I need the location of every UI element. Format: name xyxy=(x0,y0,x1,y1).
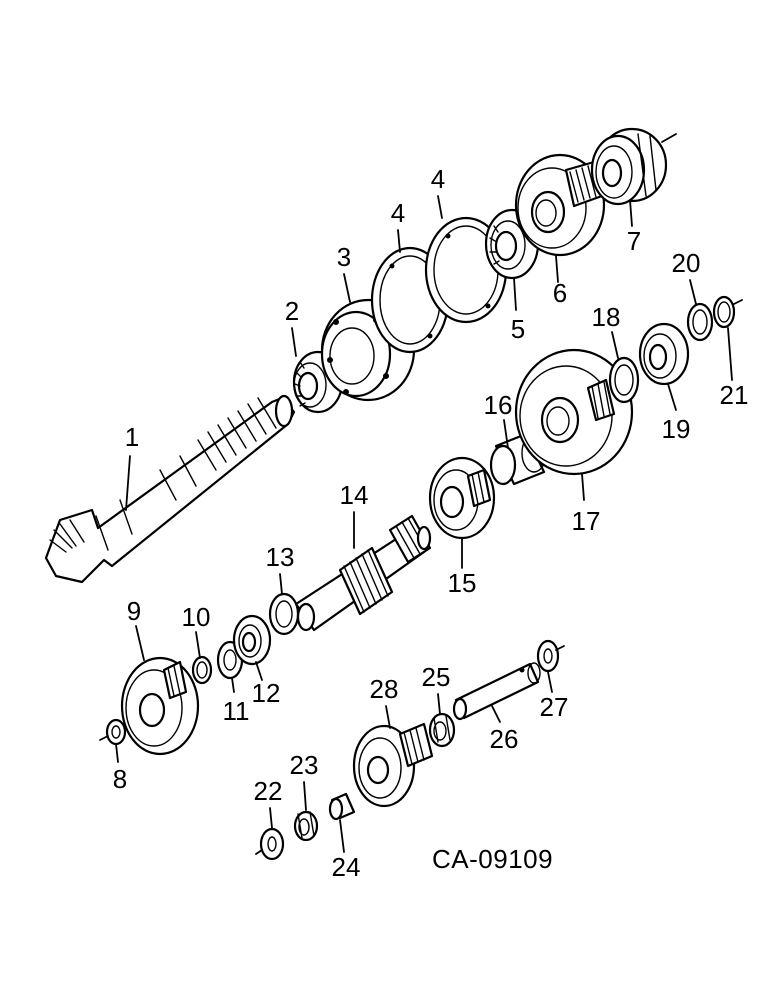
part-24-spacer xyxy=(328,792,356,821)
callout-16: 16 xyxy=(484,390,513,420)
callout-20: 20 xyxy=(672,248,701,278)
callout-8: 8 xyxy=(113,764,127,794)
part-21-snap-ring xyxy=(712,295,743,329)
callout-21: 21 xyxy=(720,380,749,410)
part-7-bearing xyxy=(590,127,668,206)
part-1-pinion-shaft xyxy=(44,394,296,584)
callout-13: 13 xyxy=(266,542,295,572)
callout-11: 11 xyxy=(223,696,250,726)
part-25-bearing xyxy=(428,712,456,748)
part-15-gear xyxy=(428,456,496,540)
callout-28: 28 xyxy=(370,674,399,704)
part-22-thrust-washer xyxy=(255,827,285,861)
part-27-thrust-washer xyxy=(536,639,565,673)
callout-15: 15 xyxy=(448,568,477,598)
callout-2: 2 xyxy=(285,296,299,326)
callout-9: 9 xyxy=(127,596,141,626)
callout-26: 26 xyxy=(490,724,519,754)
callout-10: 10 xyxy=(182,602,211,632)
drawing-code: CA-09109 xyxy=(432,844,553,874)
callout-24: 24 xyxy=(332,852,361,882)
part-9-gear xyxy=(120,656,200,756)
part-8-washer xyxy=(99,718,127,746)
callout-19: 19 xyxy=(662,414,691,444)
callout-17: 17 xyxy=(572,506,601,536)
callout-27: 27 xyxy=(540,692,569,722)
callout-14: 14 xyxy=(340,480,369,510)
part-18-snap-ring xyxy=(608,356,640,404)
part-12-bearing xyxy=(232,614,272,666)
part-10-snap-ring xyxy=(191,655,213,685)
part-26-idler-shaft xyxy=(452,662,541,721)
callout-18: 18 xyxy=(592,302,621,332)
callout-4a: 4 xyxy=(391,198,405,228)
part-20-snap-ring xyxy=(686,302,714,342)
callout-5: 5 xyxy=(511,314,525,344)
callout-22: 22 xyxy=(254,776,283,806)
part-19-bearing xyxy=(638,322,690,386)
part-17-large-gear xyxy=(514,348,634,476)
callout-6: 6 xyxy=(553,278,567,308)
callout-23: 23 xyxy=(290,750,319,780)
part-23-bearing xyxy=(293,810,319,842)
callout-labels: 1 2 3 4 4 5 6 7 8 9 10 11 12 13 14 15 16… xyxy=(113,164,749,882)
part-14-shaft xyxy=(294,514,432,632)
callout-4b: 4 xyxy=(431,164,445,194)
part-6-gear xyxy=(514,153,606,257)
callout-12: 12 xyxy=(252,678,281,708)
part-13-snap-ring xyxy=(268,592,300,636)
shaft-axis-line xyxy=(661,133,677,143)
leader-lines xyxy=(115,195,733,853)
callout-7: 7 xyxy=(627,226,641,256)
callout-1: 1 xyxy=(125,422,139,452)
callout-25: 25 xyxy=(422,662,451,692)
part-28-gear xyxy=(352,722,434,808)
callout-3: 3 xyxy=(337,242,351,272)
